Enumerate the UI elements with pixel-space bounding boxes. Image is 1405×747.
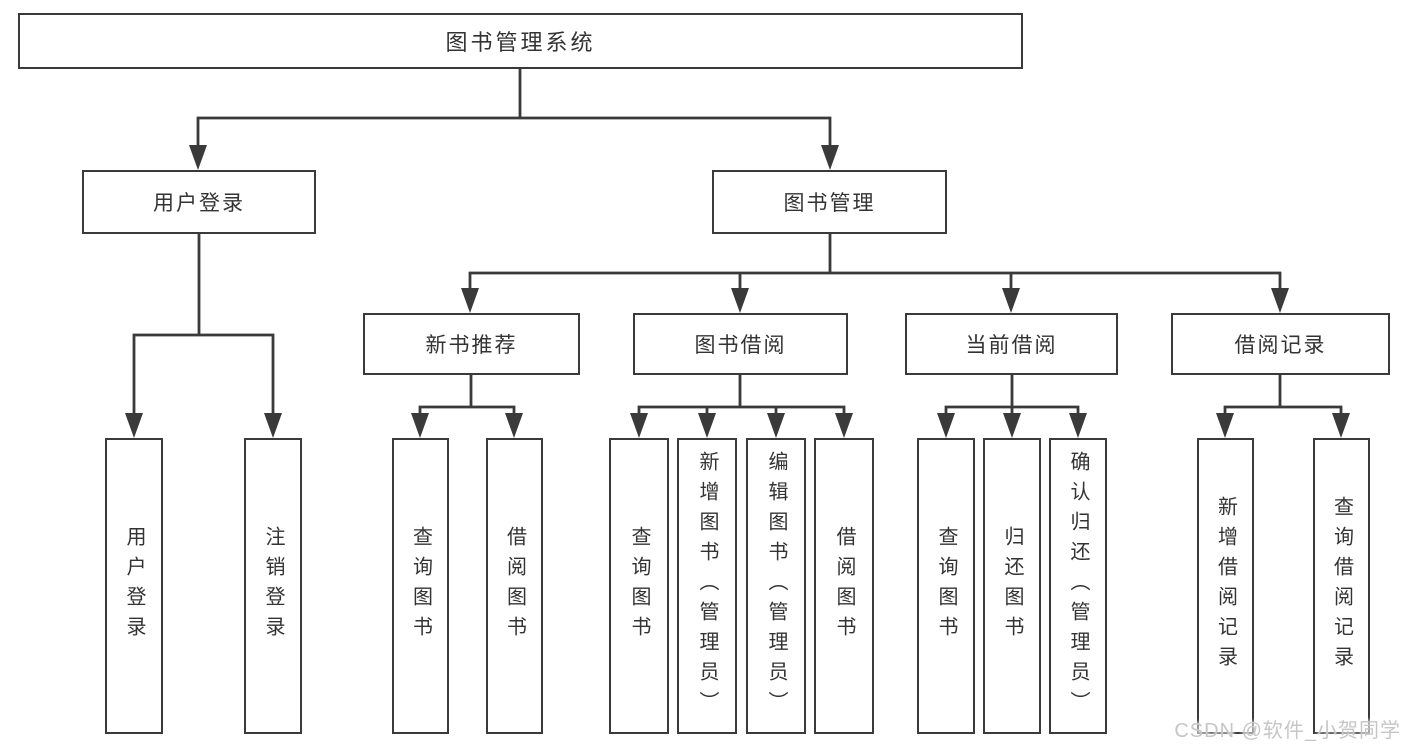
leaf-user-login-label: 用户登录	[123, 526, 145, 646]
leaf-return-books-label: 归还图书	[1001, 526, 1023, 646]
leaf-query-books-recommend: 查询图书	[392, 438, 449, 734]
leaf-query-borrow-record-label: 查询借阅记录	[1330, 496, 1353, 676]
leaf-logout-label: 注销登录	[262, 526, 284, 646]
connector-user-login-split	[132, 234, 275, 418]
csdn-watermark: CSDN @软件_小贺同学	[1174, 720, 1401, 742]
leaf-user-login: 用户登录	[105, 438, 163, 734]
leaf-borrow-books-borrowing: 借阅图书	[814, 438, 874, 734]
leaf-edit-books-admin: 编辑图书（管理员）	[746, 438, 806, 734]
leaf-borrow-books-recommend-label: 借阅图书	[503, 526, 526, 646]
connector-borrow-records-split	[1223, 375, 1343, 418]
node-user-login-label: 用户登录	[153, 192, 245, 215]
leaf-confirm-return-admin-label: 确认归还（管理员）	[1067, 451, 1089, 721]
node-book-management-label: 图书管理	[783, 192, 876, 215]
leaf-add-borrow-record: 新增借阅记录	[1197, 438, 1254, 734]
node-borrow-records-label: 借阅记录	[1234, 334, 1327, 357]
node-new-book-recommend: 新书推荐	[363, 313, 580, 375]
leaf-edit-books-admin-label: 编辑图书（管理员）	[765, 451, 787, 721]
leaf-query-books-borrowing: 查询图书	[609, 438, 669, 734]
leaf-add-borrow-record-label: 新增借阅记录	[1214, 496, 1237, 676]
leaf-query-borrow-record: 查询借阅记录	[1313, 438, 1370, 734]
leaf-query-books-borrowing-label: 查询图书	[628, 526, 650, 646]
leaf-confirm-return-admin: 确认归还（管理员）	[1049, 438, 1107, 734]
node-borrow-records: 借阅记录	[1171, 313, 1390, 375]
node-current-borrowing: 当前借阅	[905, 313, 1118, 375]
connector-current-borrowing-split	[944, 375, 1080, 418]
node-book-borrowing-label: 图书借阅	[694, 334, 787, 357]
leaf-query-books-current: 查询图书	[917, 438, 975, 734]
connector-root-to-level2	[196, 69, 832, 150]
node-root: 图书管理系统	[18, 13, 1023, 69]
leaf-borrow-books-borrowing-label: 借阅图书	[833, 526, 855, 646]
node-root-label: 图书管理系统	[445, 30, 596, 55]
leaf-add-books-admin: 新增图书（管理员）	[677, 438, 737, 734]
node-book-management: 图书管理	[712, 170, 947, 234]
leaf-return-books: 归还图书	[983, 438, 1041, 734]
node-book-borrowing: 图书借阅	[633, 313, 848, 375]
connector-book-borrowing-split	[637, 375, 846, 418]
connector-book-management-split	[468, 234, 1282, 294]
node-user-login: 用户登录	[82, 170, 316, 234]
leaf-add-books-admin-label: 新增图书（管理员）	[696, 451, 718, 721]
connector-new-book-recommend-split	[418, 375, 516, 418]
node-current-borrowing-label: 当前借阅	[965, 334, 1058, 357]
leaf-borrow-books-recommend: 借阅图书	[486, 438, 543, 734]
leaf-query-books-current-label: 查询图书	[935, 526, 957, 646]
leaf-query-books-recommend-label: 查询图书	[409, 526, 432, 646]
leaf-logout: 注销登录	[244, 438, 302, 734]
node-new-book-recommend-label: 新书推荐	[425, 334, 518, 357]
